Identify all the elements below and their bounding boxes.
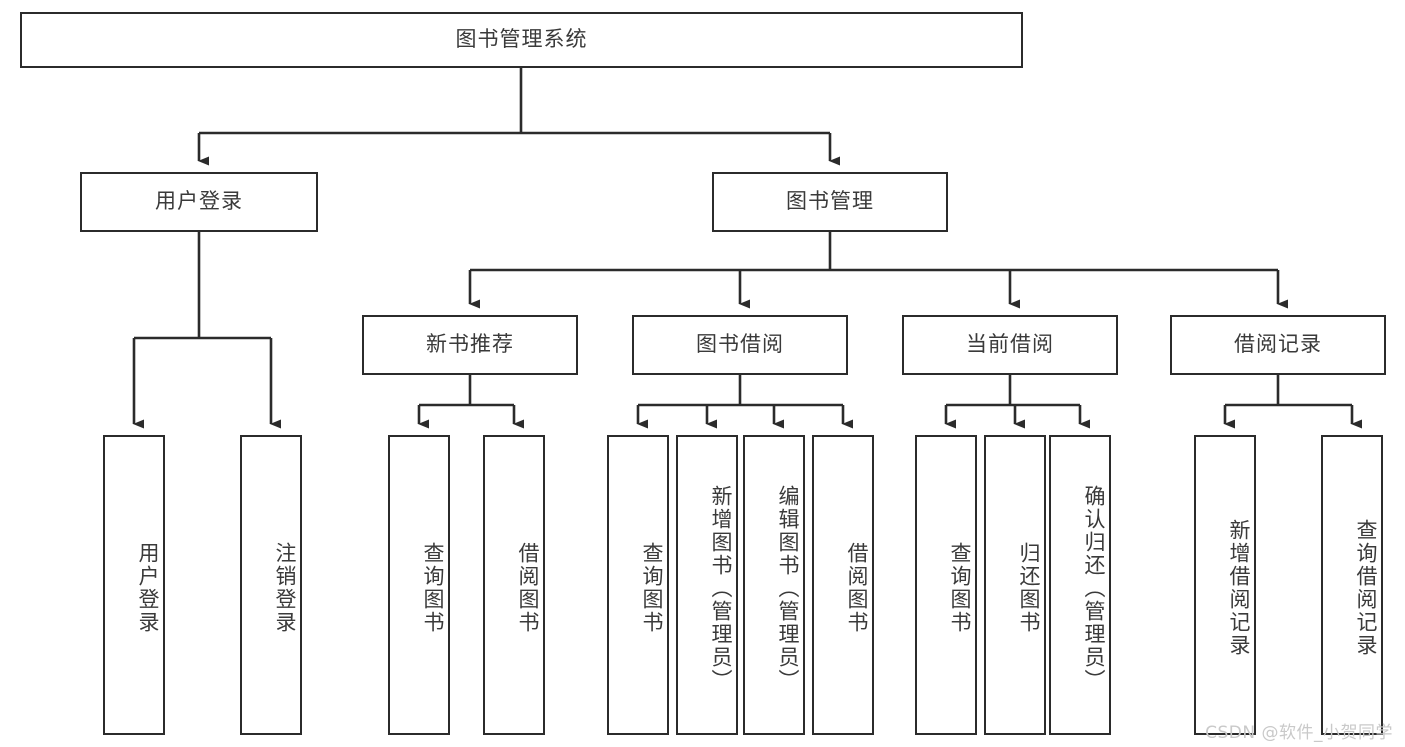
node-leaf-add-book[interactable]: 新增图书（管理员） (676, 435, 738, 735)
node-leaf-query-book-a-label: 查询图书 (421, 542, 445, 634)
node-leaf-logout[interactable]: 注销登录 (240, 435, 302, 735)
node-leaf-return-book-label: 归还图书 (1017, 542, 1041, 634)
node-book-manage[interactable]: 图书管理 (712, 172, 948, 232)
node-borrow-record[interactable]: 借阅记录 (1170, 315, 1386, 375)
node-leaf-borrow-book-a[interactable]: 借阅图书 (483, 435, 545, 735)
node-new-book-rec[interactable]: 新书推荐 (362, 315, 578, 375)
node-new-book-rec-label: 新书推荐 (426, 332, 514, 357)
node-leaf-add-record[interactable]: 新增借阅记录 (1194, 435, 1256, 735)
node-book-borrow[interactable]: 图书借阅 (632, 315, 848, 375)
node-leaf-borrow-book-b-label: 借阅图书 (845, 542, 869, 634)
node-leaf-logout-label: 注销登录 (273, 542, 297, 634)
node-leaf-query-book-b-label: 查询图书 (640, 542, 664, 634)
node-current-borrow-label: 当前借阅 (966, 332, 1054, 357)
node-leaf-query-book-c-label: 查询图书 (948, 542, 972, 634)
node-book-borrow-label: 图书借阅 (696, 332, 784, 357)
node-borrow-record-label: 借阅记录 (1234, 332, 1322, 357)
node-leaf-edit-book[interactable]: 编辑图书（管理员） (743, 435, 805, 735)
node-leaf-add-record-label: 新增借阅记录 (1227, 519, 1251, 657)
node-leaf-query-record[interactable]: 查询借阅记录 (1321, 435, 1383, 735)
node-leaf-edit-book-label: 编辑图书（管理员） (776, 484, 800, 692)
node-leaf-user-login-label: 用户登录 (136, 542, 160, 634)
node-user-login-label: 用户登录 (155, 189, 243, 214)
node-leaf-add-book-label: 新增图书（管理员） (709, 484, 733, 692)
node-leaf-query-book-b[interactable]: 查询图书 (607, 435, 669, 735)
node-leaf-borrow-book-b[interactable]: 借阅图书 (812, 435, 874, 735)
node-leaf-borrow-book-a-label: 借阅图书 (516, 542, 540, 634)
node-leaf-query-book-a[interactable]: 查询图书 (388, 435, 450, 735)
node-leaf-query-record-label: 查询借阅记录 (1354, 519, 1378, 657)
node-current-borrow[interactable]: 当前借阅 (902, 315, 1118, 375)
node-leaf-confirm-return-label: 确认归还（管理员） (1082, 484, 1106, 692)
node-user-login[interactable]: 用户登录 (80, 172, 318, 232)
node-leaf-return-book[interactable]: 归还图书 (984, 435, 1046, 735)
node-root-label: 图书管理系统 (455, 27, 588, 52)
node-leaf-query-book-c[interactable]: 查询图书 (915, 435, 977, 735)
node-leaf-user-login[interactable]: 用户登录 (103, 435, 165, 735)
node-book-manage-label: 图书管理 (786, 189, 874, 214)
csdn-watermark: CSDN @软件_小贺同学 (1205, 723, 1393, 743)
node-leaf-confirm-return[interactable]: 确认归还（管理员） (1049, 435, 1111, 735)
node-root[interactable]: 图书管理系统 (20, 12, 1023, 68)
